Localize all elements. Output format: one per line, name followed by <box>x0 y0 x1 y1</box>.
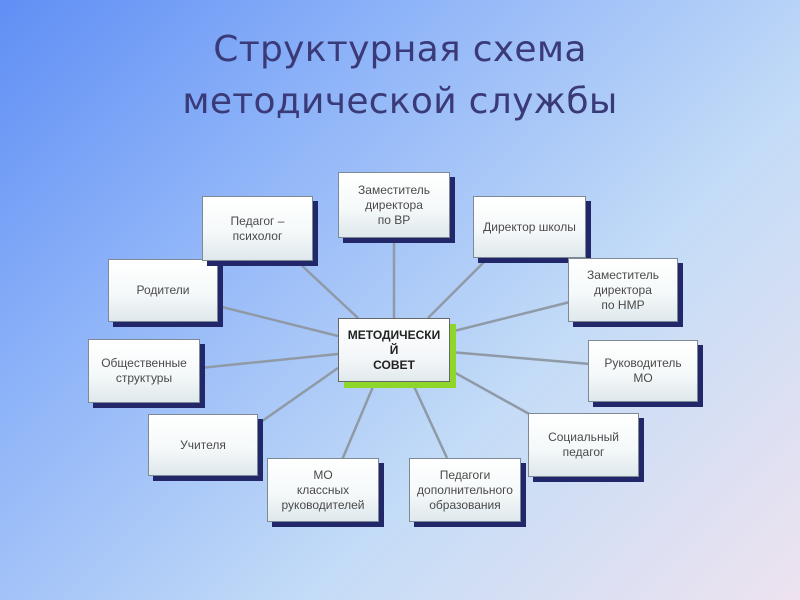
node-social-teacher: Социальный педагог <box>528 413 639 477</box>
methodical-council-node: МЕТОДИЧЕСКИ Й СОВЕТ <box>338 318 450 382</box>
node-public-structures: Общественные структуры <box>88 339 200 403</box>
connector-social-teacher <box>449 368 541 422</box>
connector-teachers <box>257 366 339 426</box>
node-mo-class-leaders: МО классных руководителей <box>267 458 379 522</box>
title-line-2: методической службы <box>182 81 618 122</box>
node-teachers: Учителя <box>148 414 258 476</box>
connector-extra-ed-teachers <box>410 381 449 459</box>
node-extra-education-teachers: Педагоги дополнительного образования <box>409 458 521 522</box>
node-mo-head: Руководитель МО <box>588 340 698 402</box>
node-parents: Родители <box>108 259 218 322</box>
node-school-director: Директор школы <box>473 196 586 258</box>
node-psychologist: Педагог – психолог <box>202 196 313 261</box>
node-deputy-director-vr: Заместитель директора по ВР <box>338 172 450 238</box>
connector-deputy-nmr <box>449 300 571 334</box>
connector-mo-class-leaders <box>340 381 377 461</box>
node-deputy-director-nmr: Заместитель директора по НМР <box>568 258 678 322</box>
title-line-1: Структурная схема <box>213 29 587 70</box>
connector-parents <box>217 304 339 338</box>
page-title: Структурная схема методической службы <box>0 24 800 128</box>
connector-public-structures <box>199 352 339 370</box>
connector-director <box>427 257 489 319</box>
connector-psychologist <box>297 261 359 319</box>
connector-mo-head <box>449 350 591 366</box>
